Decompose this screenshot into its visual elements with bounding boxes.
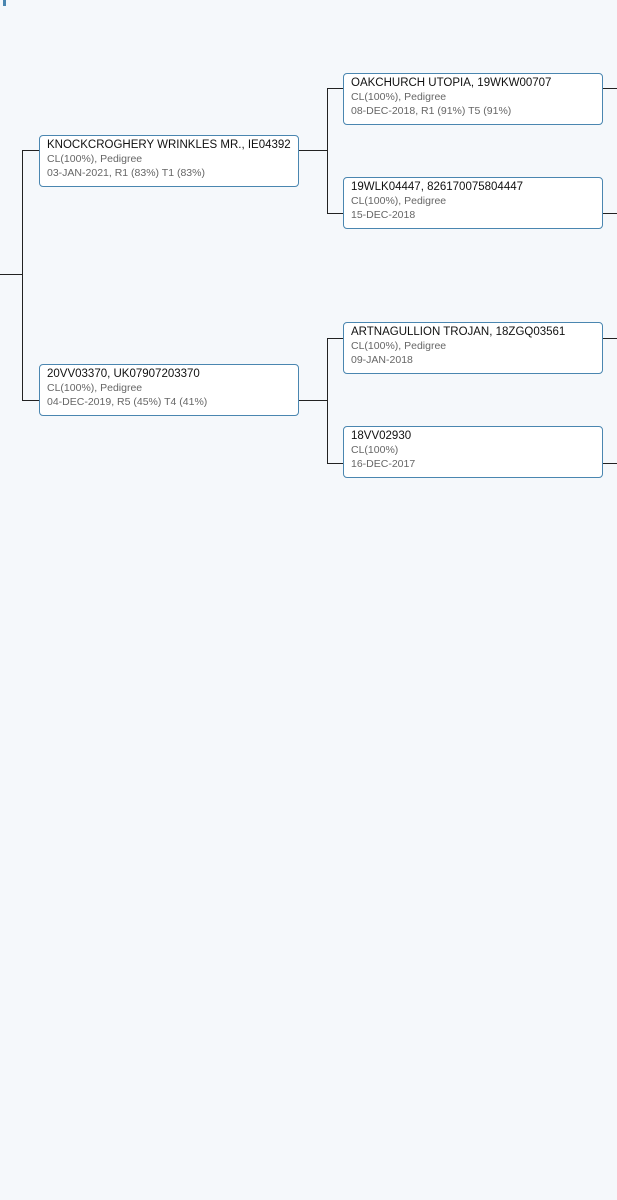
pedigree-node-sire-sire[interactable]: OAKCHURCH UTOPIA, 19WKW00707 CL(100%), P… [343, 73, 603, 125]
node-date: 09-JAN-2018 [351, 354, 413, 366]
pedigree-node-dam-dam[interactable]: 18VV02930 CL(100%) 16-DEC-2017 [343, 426, 603, 478]
connector [327, 88, 344, 89]
connector [602, 338, 617, 339]
node-date: 08-DEC-2018, R1 (91%) T5 (91%) [351, 105, 512, 117]
node-date: 04-DEC-2019, R5 (45%) T4 (41%) [47, 396, 208, 408]
node-detail: CL(100%), Pedigree [47, 382, 143, 394]
pedigree-node-dam[interactable]: 20VV03370, UK07907203370 CL(100%), Pedig… [39, 364, 299, 416]
selected-indicator [3, 0, 6, 6]
node-name: 18VV02930 [351, 430, 412, 442]
connector [22, 150, 23, 401]
node-date: 15-DEC-2018 [351, 209, 416, 221]
connector [327, 338, 328, 464]
node-name: OAKCHURCH UTOPIA, 19WKW00707 [351, 77, 552, 89]
connector [298, 150, 327, 151]
node-detail: CL(100%), Pedigree [351, 340, 447, 352]
connector [0, 274, 23, 275]
connector [22, 400, 39, 401]
connector [327, 463, 344, 464]
node-date: 16-DEC-2017 [351, 458, 416, 470]
node-name: 20VV03370, UK07907203370 [47, 368, 200, 380]
connector [602, 88, 617, 89]
pedigree-node-dam-sire[interactable]: ARTNAGULLION TROJAN, 18ZGQ03561 CL(100%)… [343, 322, 603, 374]
node-detail: CL(100%), Pedigree [351, 91, 447, 103]
node-name: 19WLK04447, 826170075804447 [351, 181, 524, 193]
connector [327, 338, 344, 339]
node-detail: CL(100%), Pedigree [351, 195, 447, 207]
connector [602, 463, 617, 464]
pedigree-node-sire[interactable]: KNOCKCROGHERY WRINKLES MR., IE04392... C… [39, 135, 299, 187]
node-name: KNOCKCROGHERY WRINKLES MR., IE04392... [47, 139, 291, 151]
node-detail: CL(100%), Pedigree [47, 153, 143, 165]
connector [327, 213, 344, 214]
connector [22, 150, 39, 151]
node-detail: CL(100%) [351, 444, 399, 456]
connector [327, 88, 328, 214]
node-date: 03-JAN-2021, R1 (83%) T1 (83%) [47, 167, 205, 179]
connector [602, 213, 617, 214]
node-name: ARTNAGULLION TROJAN, 18ZGQ03561 [351, 326, 566, 338]
pedigree-node-sire-dam[interactable]: 19WLK04447, 826170075804447 CL(100%), Pe… [343, 177, 603, 229]
connector [298, 400, 327, 401]
